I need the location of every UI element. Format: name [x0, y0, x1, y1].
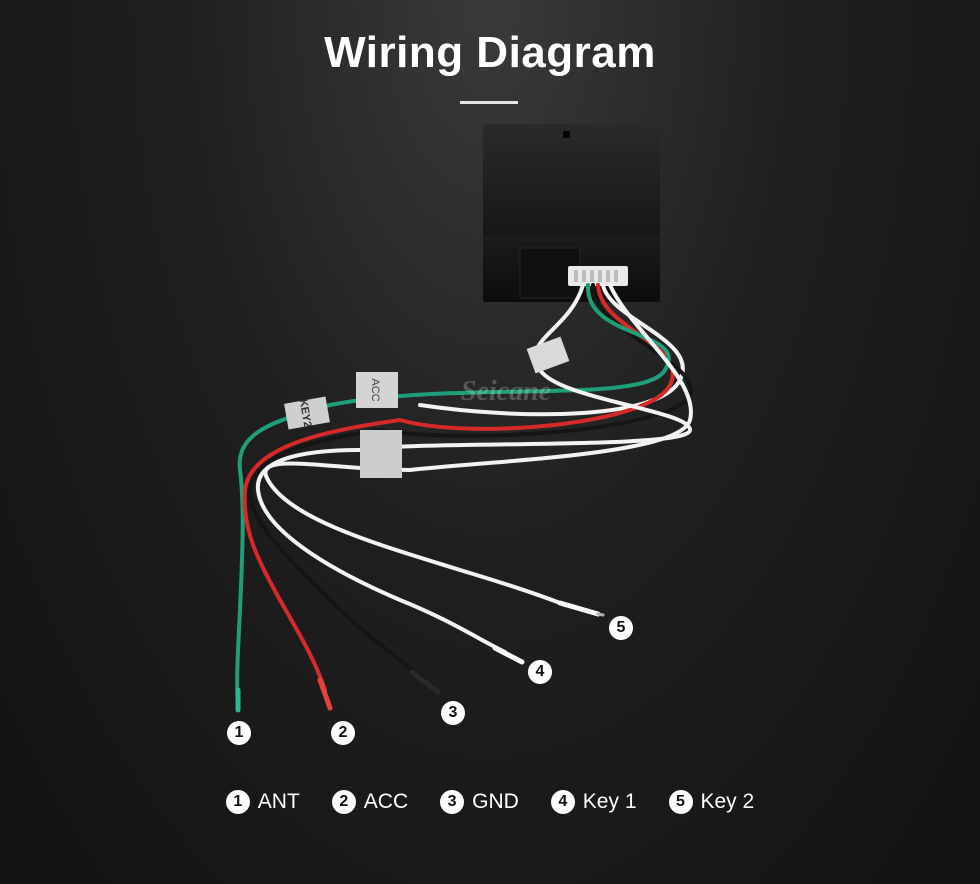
legend-number: 4 — [550, 790, 575, 814]
wire-ends — [235, 600, 605, 713]
wire-harness — [235, 283, 693, 708]
callout-5: 5 — [609, 616, 633, 640]
key2-tag-text: KEY2 — [297, 398, 314, 428]
legend-label: GND — [472, 790, 519, 813]
legend-label: ACC — [363, 790, 409, 813]
title-underline — [460, 101, 518, 104]
wire-legend: 1 ANT 2 ACC 3 GND 4 Key 1 5 Key 2 — [0, 790, 980, 814]
legend-item-ant: 1 ANT — [225, 790, 300, 814]
legend-item-key2: 5 Key 2 — [668, 790, 755, 814]
legend-label: ANT — [257, 790, 300, 813]
legend-item-gnd: 3 GND — [440, 790, 519, 814]
legend-label: Key 2 — [700, 790, 755, 813]
watermark-text: Seicane — [461, 376, 551, 407]
legend-number: 1 — [225, 790, 250, 814]
page-title: Wiring Diagram — [324, 28, 656, 77]
callout-2: 2 — [331, 721, 355, 745]
acc-tag — [356, 372, 398, 408]
legend-item-acc: 2 ACC — [331, 790, 409, 814]
wire-tags: KEY2 ACC — [284, 336, 570, 478]
sleeve-clip — [526, 336, 570, 374]
legend-number: 3 — [440, 790, 465, 814]
callout-3: 3 — [441, 701, 465, 725]
legend-label: Key 1 — [582, 790, 637, 813]
module-box — [483, 124, 660, 302]
sleeve-tag — [360, 430, 402, 478]
legend-number: 2 — [331, 790, 356, 814]
callout-1: 1 — [227, 721, 251, 745]
acc-tag-text: ACC — [369, 378, 381, 401]
callout-4: 4 — [528, 660, 552, 684]
legend-number: 5 — [668, 790, 693, 814]
legend-item-key1: 4 Key 1 — [550, 790, 637, 814]
key2-tag — [284, 396, 330, 430]
